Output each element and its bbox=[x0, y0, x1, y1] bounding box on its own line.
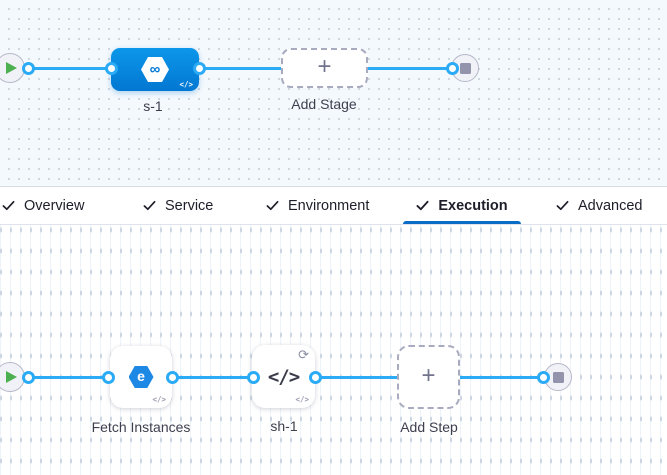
port-step1-out[interactable] bbox=[165, 370, 179, 384]
add-step-label: Add Step bbox=[400, 419, 458, 435]
add-step-button[interactable]: + bbox=[397, 345, 460, 409]
looping-strategy-icon: ⟳ bbox=[298, 347, 309, 362]
elastigroup-icon: e bbox=[128, 366, 154, 388]
code-badge-icon: </> bbox=[152, 394, 166, 404]
check-icon bbox=[266, 199, 279, 212]
edge-step2-to-addstep bbox=[315, 375, 398, 379]
plus-icon: + bbox=[421, 362, 436, 389]
port-step2-out[interactable] bbox=[308, 370, 322, 384]
port-stage-out[interactable] bbox=[192, 61, 206, 75]
edge-stage-to-addstage bbox=[199, 66, 283, 70]
tab-label: Advanced bbox=[578, 197, 643, 214]
port-start-out[interactable] bbox=[21, 61, 35, 75]
check-icon bbox=[2, 199, 15, 212]
edge-start-to-stage bbox=[28, 66, 113, 70]
port-start-out[interactable] bbox=[21, 370, 35, 384]
tab-execution[interactable]: Execution bbox=[403, 187, 521, 224]
stage-tab-bar: Overview Service Environment Execution A bbox=[0, 186, 667, 225]
tab-advanced[interactable]: Advanced bbox=[556, 187, 643, 224]
check-icon bbox=[416, 199, 429, 212]
tab-overview[interactable]: Overview bbox=[2, 187, 84, 224]
shell-script-icon: </> bbox=[267, 365, 300, 388]
tab-label: Service bbox=[165, 197, 214, 214]
tab-label: Overview bbox=[24, 197, 85, 214]
stage-node-s1[interactable]: ∞ </> bbox=[111, 48, 199, 91]
elastigroup-letter: e bbox=[137, 368, 145, 384]
play-icon bbox=[6, 62, 17, 74]
port-step2-in[interactable] bbox=[246, 370, 260, 384]
port-step1-in[interactable] bbox=[101, 370, 115, 384]
port-stage-in[interactable] bbox=[104, 61, 118, 75]
step-node-sh1[interactable]: ⟳ </> </> bbox=[252, 345, 315, 408]
code-badge-icon: </> bbox=[179, 79, 193, 89]
stop-icon bbox=[459, 62, 471, 74]
infinity-icon: ∞ bbox=[149, 60, 161, 78]
edge-addstep-to-end bbox=[459, 375, 543, 379]
tab-service[interactable]: Service bbox=[143, 187, 213, 224]
cd-stage-icon: ∞ bbox=[141, 57, 169, 82]
port-end-in[interactable] bbox=[536, 370, 550, 384]
add-stage-label: Add Stage bbox=[291, 96, 357, 112]
edge-addstage-to-end bbox=[366, 66, 454, 70]
tab-label: Execution bbox=[438, 197, 508, 214]
check-icon bbox=[556, 199, 569, 212]
tab-label: Environment bbox=[288, 197, 370, 214]
stop-icon bbox=[552, 371, 564, 383]
play-icon bbox=[6, 371, 17, 383]
step-label: sh-1 bbox=[270, 418, 298, 434]
tab-environment[interactable]: Environment bbox=[266, 187, 369, 224]
check-icon bbox=[143, 199, 156, 212]
edge-step1-to-step2 bbox=[172, 375, 253, 379]
stage-label: s-1 bbox=[143, 98, 163, 114]
plus-icon: + bbox=[317, 53, 332, 80]
stage-graph-canvas[interactable]: ∞ </> + s-1 Add Stage bbox=[0, 0, 667, 186]
step-node-fetch-instances[interactable]: e </> bbox=[110, 346, 172, 408]
code-badge-icon: </> bbox=[295, 394, 309, 404]
execution-graph-canvas[interactable]: e </> ⟳ </> </> + Fetch Instances sh-1 A… bbox=[0, 225, 667, 475]
step-label: Fetch Instances bbox=[91, 419, 191, 435]
port-end-in[interactable] bbox=[445, 61, 459, 75]
edge-start-to-step1 bbox=[28, 375, 110, 379]
pipeline-start-node bbox=[0, 53, 25, 83]
add-stage-button[interactable]: + bbox=[281, 48, 368, 88]
